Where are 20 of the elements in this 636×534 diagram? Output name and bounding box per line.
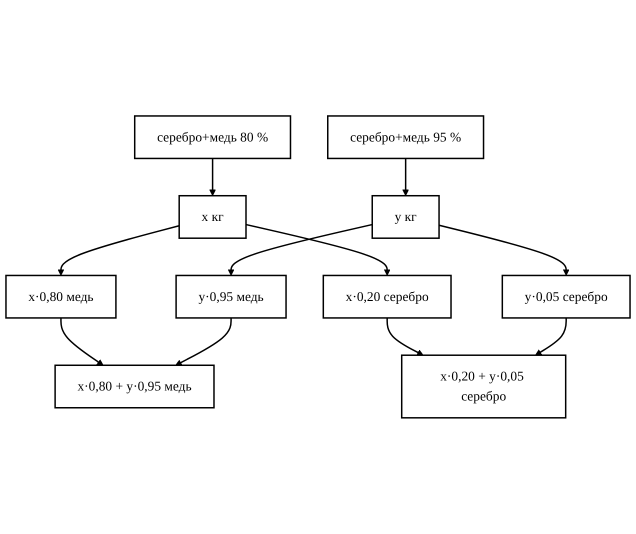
node-box: серебро+медь 95 % <box>327 115 484 160</box>
node-box: y·0,95 медь <box>175 274 287 319</box>
arrow <box>58 225 180 276</box>
node-box: x кг <box>178 195 247 240</box>
arrow <box>228 224 372 276</box>
node-box: x·0,20 серебро <box>322 274 452 319</box>
arrow <box>246 224 390 276</box>
node-box: x·0,80 медь <box>5 274 117 319</box>
node-box: y кг <box>372 195 440 240</box>
arrow <box>386 318 424 356</box>
node-box: x·0,20 + y·0,05 серебро <box>400 354 566 419</box>
arrow <box>535 318 567 356</box>
node-box: y·0,05 серебро <box>502 274 631 319</box>
arrow <box>175 318 232 366</box>
node-box: x·0,80 + y·0,95 медь <box>54 364 215 409</box>
arrow <box>60 318 104 366</box>
node-box: серебро+медь 80 % <box>134 115 292 160</box>
arrow <box>209 158 216 196</box>
arrow <box>402 158 409 196</box>
arrow <box>438 224 570 276</box>
